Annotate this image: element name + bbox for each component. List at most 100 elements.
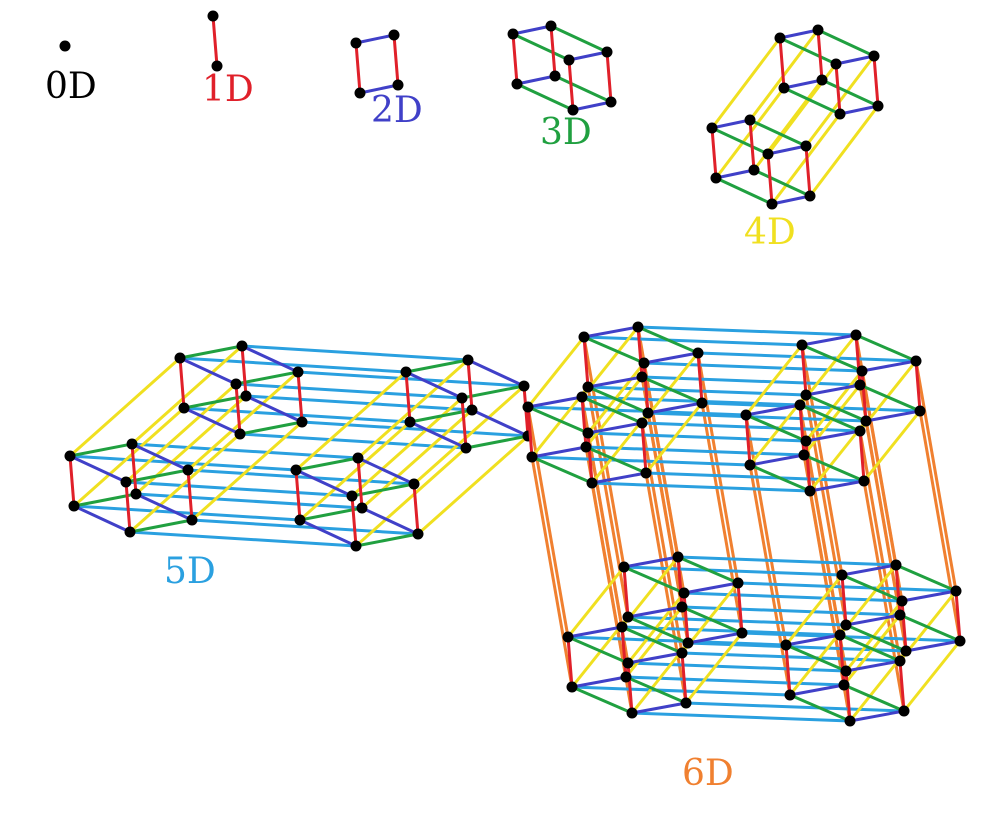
vertex-dot [744, 459, 756, 471]
vertex-dot [207, 10, 219, 22]
edge-dim1 [68, 454, 76, 508]
edge-dim1 [804, 439, 812, 493]
edge-dim3 [680, 605, 744, 635]
vertex-dot [356, 502, 368, 514]
edge-dim2 [710, 118, 752, 130]
edge-dim3 [566, 635, 630, 665]
edge-dim4 [72, 406, 186, 508]
edge-dim3 [626, 615, 690, 645]
hypercube-2d [350, 29, 404, 99]
edge-dim5 [740, 631, 962, 643]
edge-dim2 [770, 194, 812, 206]
edge-dim2 [714, 168, 756, 180]
vertex-dot [120, 476, 132, 488]
edge-dim5 [244, 394, 474, 412]
vertex-dot [404, 416, 416, 428]
vertex-dot [732, 577, 744, 589]
vertex-dot [626, 707, 638, 719]
edge-dim2 [408, 420, 468, 450]
edge-dim2 [778, 28, 820, 40]
edge-dim2 [530, 445, 588, 459]
vertex-dot [710, 172, 722, 184]
vertex-dot [816, 74, 828, 86]
edge-dim1 [354, 41, 362, 95]
edge-dim5 [570, 685, 792, 697]
edge-dim6 [582, 335, 626, 569]
edge-dim2 [900, 589, 958, 603]
vertex-dot [456, 392, 468, 404]
edge-dim2 [566, 625, 624, 639]
vertex-dot [636, 417, 648, 429]
edge-dim3 [511, 32, 571, 62]
edge-dim4 [416, 434, 530, 536]
edge-dim2 [804, 383, 862, 397]
edge-dim3 [128, 518, 194, 534]
edge-dim3 [582, 335, 646, 365]
edge-dim2 [570, 675, 628, 689]
edge-dim2 [582, 325, 640, 339]
vertex-dot [59, 40, 71, 52]
vertex-dot [858, 475, 870, 487]
edge-dim3 [778, 36, 838, 66]
edge-dim1 [511, 32, 519, 86]
edge-dim3 [838, 633, 902, 663]
vertex-dot [582, 381, 594, 393]
edge-dim3 [570, 685, 634, 715]
edge-dim4 [412, 384, 526, 486]
edge-dim2 [567, 50, 609, 62]
edge-dim5 [636, 325, 858, 337]
edge-dim5 [620, 625, 842, 637]
label-0d: 0D [45, 66, 97, 107]
vertex-dot [622, 657, 634, 669]
edge-dim1 [860, 369, 868, 423]
edge-dim1 [186, 468, 194, 522]
edge-dim4 [808, 104, 880, 198]
edge-dim3 [676, 555, 740, 585]
edge-dim2 [864, 409, 922, 423]
vertex-dot [676, 601, 688, 613]
vertex-dot [844, 715, 856, 727]
edge-dim6 [530, 455, 574, 689]
edge-dim5 [590, 481, 812, 493]
edge-dim1 [854, 333, 862, 387]
vertex-dot [890, 559, 902, 571]
edge-dim3 [354, 532, 420, 548]
vertex-dot [834, 629, 846, 641]
vertex-dot [350, 37, 362, 49]
edge-dim1 [914, 359, 922, 413]
edge-dim4 [744, 343, 804, 417]
vertex-dot [566, 681, 578, 693]
vertex-dot [601, 46, 613, 58]
vertex-dot [290, 464, 302, 476]
vertex-dot [400, 366, 412, 378]
edge-dim1 [898, 659, 906, 713]
vertex-dot [860, 415, 872, 427]
edge-dim2 [784, 633, 842, 647]
edge-dim1 [710, 126, 718, 180]
edge-dim3 [798, 403, 862, 433]
vertex-dot [854, 425, 866, 437]
vertex-dot [840, 619, 852, 631]
edge-dim1 [642, 361, 650, 415]
vertex-dot [692, 347, 704, 359]
edge-dim2 [470, 408, 530, 438]
label-5d: 5D [164, 551, 216, 592]
vertex-dot [640, 467, 652, 479]
edge-dim1 [350, 494, 358, 548]
edge-dim1 [549, 24, 557, 78]
edge-dim3 [620, 625, 684, 655]
edge-dim2 [590, 471, 648, 485]
vertex-dot [836, 569, 848, 581]
edge-dim3 [844, 623, 908, 653]
edge-dim3 [238, 420, 304, 436]
vertex-dot [582, 427, 594, 439]
vertex-dot [954, 635, 966, 647]
vertex-dot [234, 428, 246, 440]
edge-dim2 [72, 504, 132, 534]
vertex-dot [562, 631, 574, 643]
vertex-dot [507, 28, 519, 40]
vertex-dot [236, 340, 248, 352]
edge-dim2 [844, 613, 902, 627]
edge-dim2 [904, 639, 962, 653]
